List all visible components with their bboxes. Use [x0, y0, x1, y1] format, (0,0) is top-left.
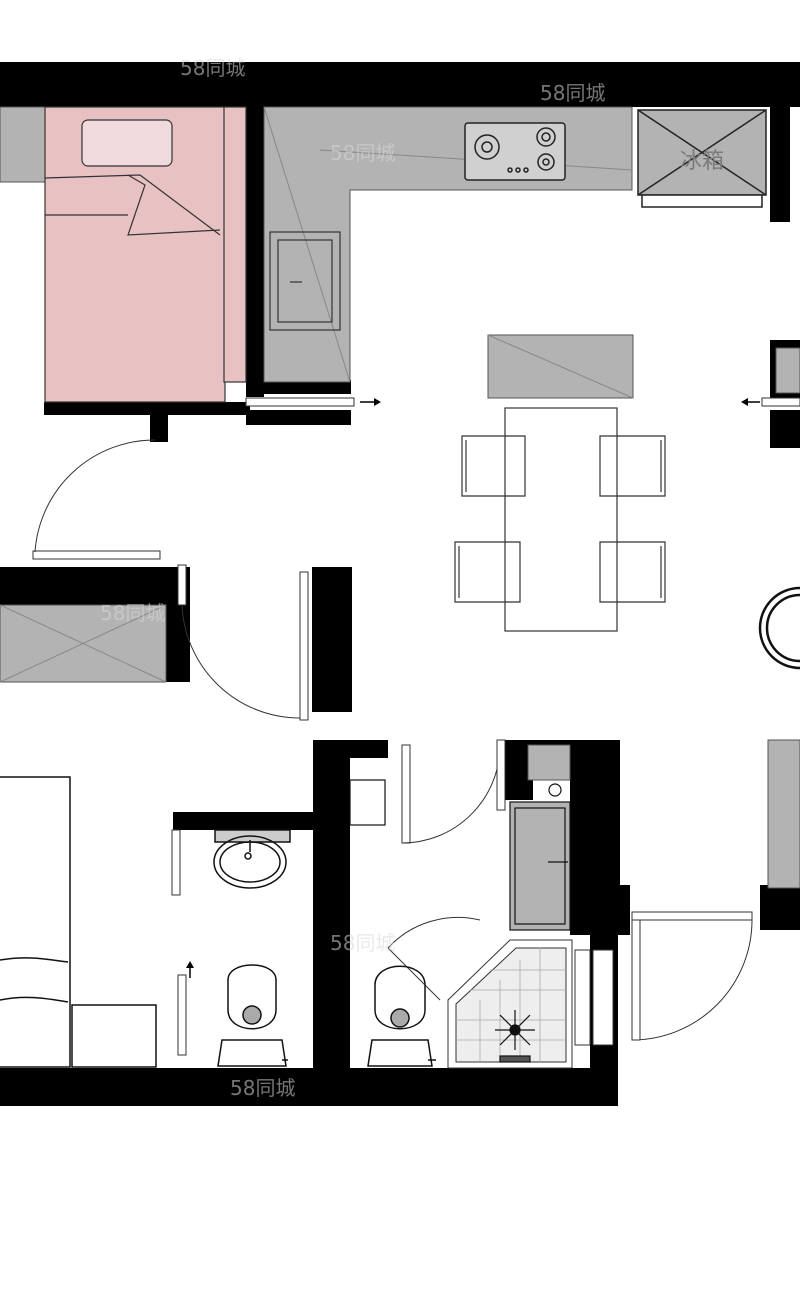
watermark: 58同城: [540, 81, 605, 105]
bed-1-pillow: [81, 119, 173, 167]
watermark: 58同城: [330, 141, 395, 165]
doors: [32, 397, 800, 1056]
bed-1: [44, 106, 247, 403]
center-wall: [313, 740, 350, 1070]
door-arrows: [186, 398, 760, 1018]
left-wardrobe: [0, 106, 46, 183]
watermark: 58同城: [330, 931, 395, 955]
shower-stall-frame: [349, 779, 571, 931]
watermark: 58同城: [230, 1076, 295, 1100]
dining-set: [454, 407, 666, 632]
watermarks: 58同城 58同城 58同城 58同城 58同城 58同城: [100, 56, 605, 1100]
washbasin: [213, 829, 291, 889]
bath1-top-wall: [173, 812, 313, 830]
bottom-wall: [0, 1068, 618, 1106]
fridge-label: 冰箱: [680, 149, 724, 174]
right-cabinet: [767, 739, 800, 889]
shower-tray: [509, 801, 571, 931]
bed-2: [0, 776, 157, 1068]
corridor-column: [312, 567, 352, 712]
bedroom-bottom-wall: [44, 402, 250, 415]
refrigerator: 冰箱: [637, 109, 767, 208]
watermark: 58同城: [180, 56, 245, 80]
kitchen-sink: [269, 231, 341, 331]
top-wall: [0, 62, 800, 107]
fridge-right-wall: [770, 107, 790, 222]
watermark: 58同城: [100, 601, 165, 625]
dining-table: [504, 407, 618, 632]
shower-area: [447, 939, 573, 1069]
toilet-1: [217, 964, 288, 1067]
storage-strip: [574, 949, 614, 1046]
toilet-2: [367, 965, 436, 1067]
cooktop: [464, 122, 566, 181]
bedroom-right-wall: [246, 107, 264, 397]
round-table: [758, 586, 800, 670]
shower-head: [495, 1010, 535, 1063]
